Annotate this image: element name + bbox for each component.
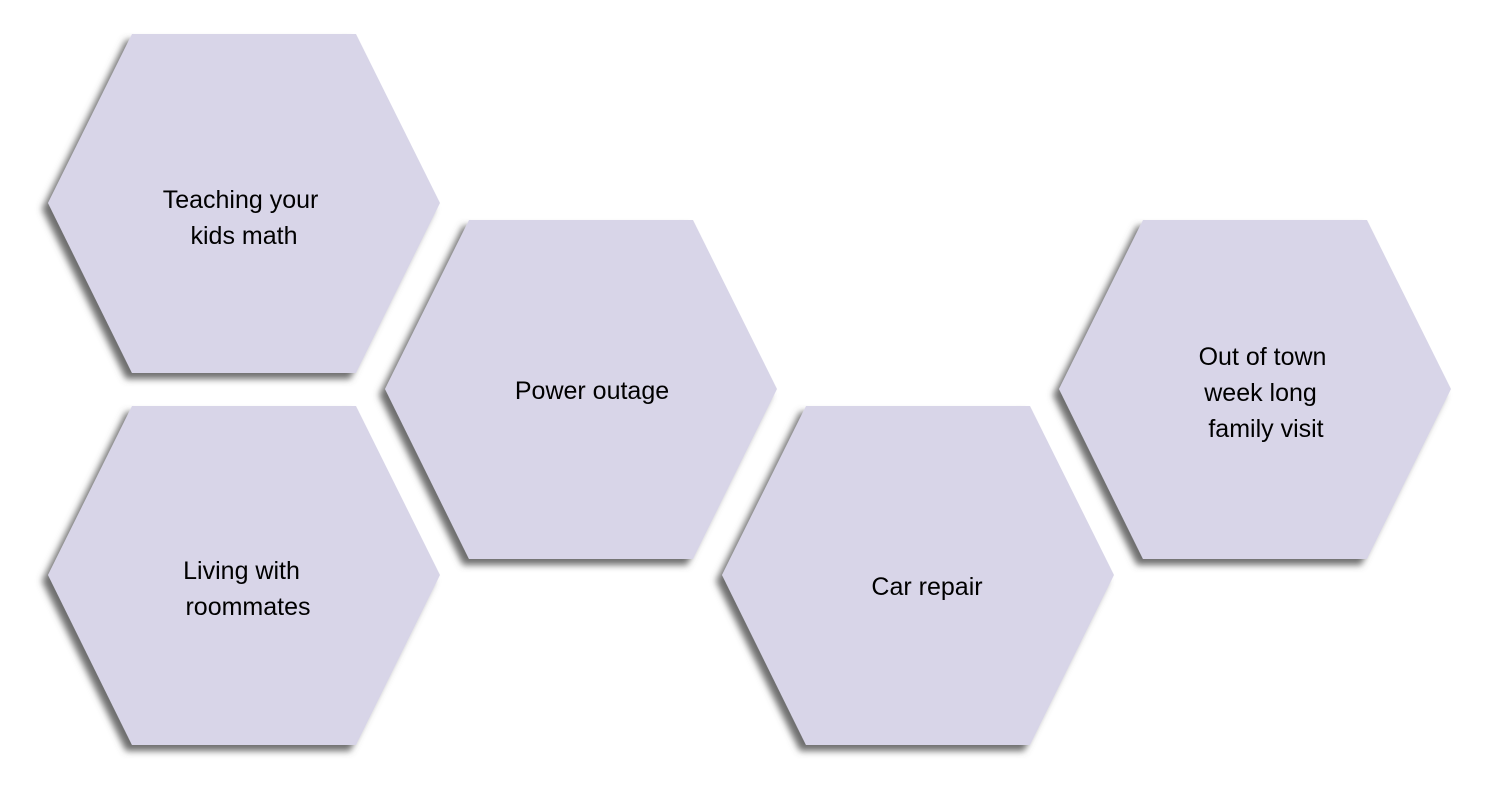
hexagon-visit-line-1: Out of town — [1199, 343, 1327, 371]
hexagon-living: Living with roommates — [48, 406, 440, 745]
hexagon-visit-line-2: week long — [1203, 379, 1317, 407]
hexagon-power: Power outage — [385, 220, 777, 559]
hexagon-visit: Out of town week long family visit — [1059, 220, 1451, 559]
hexagon-car-label: Car repair — [871, 573, 982, 601]
hexagon-teaching: Teaching your kids math — [48, 34, 440, 373]
hexagon-car-line-1: Car repair — [871, 573, 982, 601]
hexagon-power-line-1: Power outage — [515, 377, 669, 405]
hexagon-car: Car repair — [722, 406, 1114, 745]
hexagon-living-shape — [48, 406, 440, 745]
hexagon-teaching-label: Teaching your kids math — [163, 186, 326, 250]
hexagon-visit-shape — [1059, 220, 1451, 559]
hexagon-living-label: Living with roommates — [183, 557, 310, 621]
hexagon-living-line-1: Living with — [183, 557, 300, 585]
hexagon-visit-line-3: family visit — [1208, 415, 1323, 443]
hexagon-visit-label: Out of town week long family visit — [1199, 343, 1334, 443]
hexagon-teaching-line-1: Teaching your — [163, 186, 319, 214]
hexagon-teaching-shape — [48, 34, 440, 373]
hexagon-teaching-line-2: kids math — [191, 222, 298, 250]
hexagon-power-label: Power outage — [515, 377, 669, 405]
hexagon-living-line-2: roommates — [185, 593, 310, 621]
hexagon-power-shape — [385, 220, 777, 559]
hexagon-car-shape — [722, 406, 1114, 745]
